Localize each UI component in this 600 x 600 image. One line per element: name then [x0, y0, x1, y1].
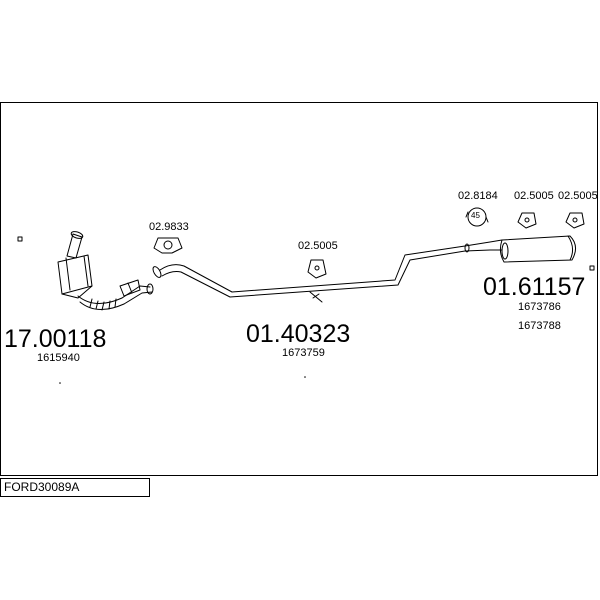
marker-right: [589, 265, 595, 271]
rear-silencer-drawing: [464, 235, 576, 263]
clamp-rear-number: 02.8184: [458, 190, 498, 202]
middle-pipe-oem-number: 1673759: [282, 347, 325, 359]
dot-catalyst: [59, 382, 61, 384]
catalyst-oem-number: 1615940: [37, 352, 80, 364]
hanger-rear-1-number: 02.5005: [514, 190, 554, 202]
clamp-rear-drawing: [465, 207, 489, 227]
dot-middle: [304, 376, 306, 378]
gasket-front-number: 02.9833: [149, 221, 189, 233]
diagram-code: FORD30089A: [0, 478, 150, 497]
middle-pipe-part-number: 01.40323: [246, 320, 351, 348]
clamp-size-label: 45: [471, 211, 480, 220]
gasket-front-drawing: [153, 237, 183, 254]
marker-left: [17, 236, 23, 242]
rear-silencer-oem-number-2: 1673788: [518, 320, 561, 332]
middle-pipe-drawing: [159, 245, 466, 303]
hanger-rear-1-drawing: [517, 212, 537, 229]
catalytic-converter-drawing: [57, 231, 162, 311]
catalyst-part-number: 17.00118: [4, 325, 107, 353]
rear-silencer-oem-number-1: 1673786: [518, 301, 561, 313]
hanger-rear-2-drawing: [565, 212, 585, 229]
hanger-middle-drawing: [307, 259, 327, 279]
hanger-middle-number: 02.5005: [298, 240, 338, 252]
rear-silencer-part-number: 01.61157: [483, 273, 586, 301]
hanger-rear-2-number: 02.5005: [558, 190, 598, 202]
diagram-frame: [0, 102, 598, 476]
